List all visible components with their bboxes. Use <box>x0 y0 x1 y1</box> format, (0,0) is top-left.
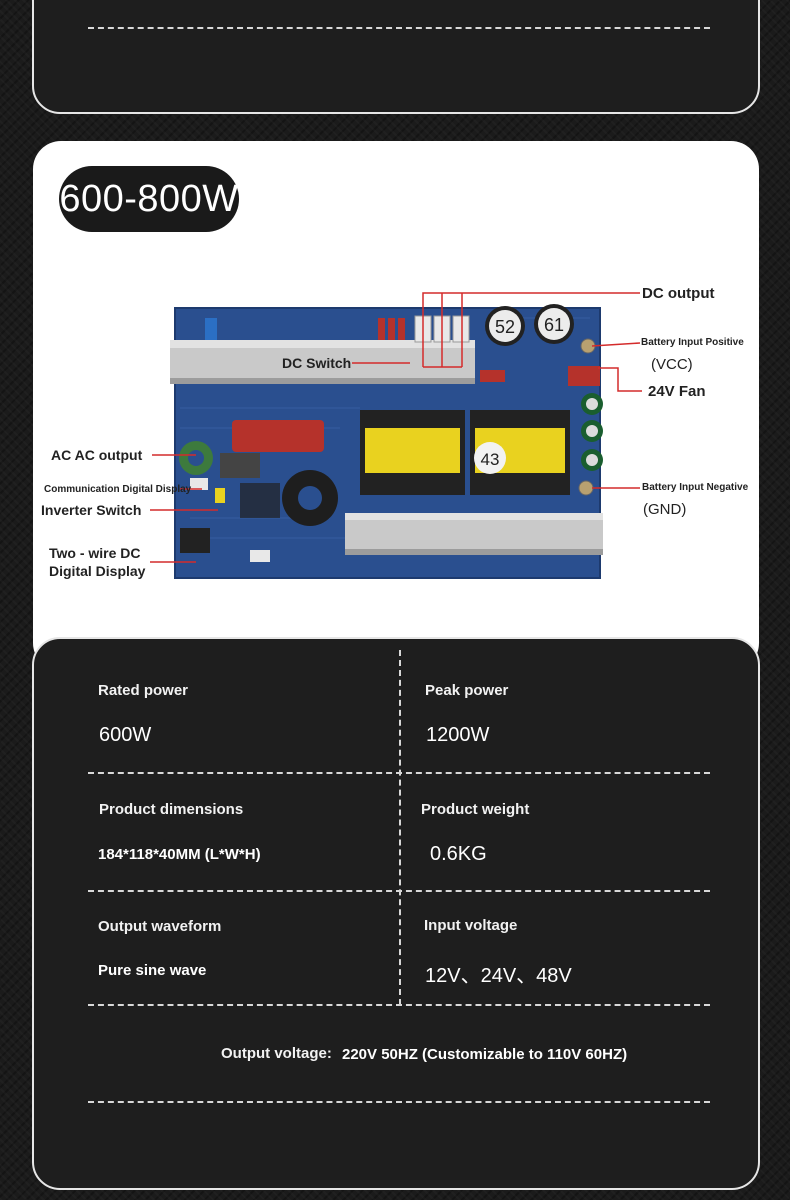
row-divider-2 <box>88 890 710 892</box>
callout-lines <box>150 292 642 563</box>
label-vcc: (VCC) <box>651 356 693 373</box>
spec-value-rated-power: 600W <box>99 724 152 746</box>
svg-text:52: 52 <box>495 317 515 337</box>
transformers: 43 <box>360 410 570 495</box>
label-dc-output: DC output <box>642 285 715 302</box>
spec-label-peak-power: Peak power <box>425 682 509 699</box>
label-battery-input-negative: Battery Input Negative <box>642 482 749 493</box>
svg-text:61: 61 <box>544 315 564 335</box>
row-divider-1 <box>88 772 710 774</box>
spec-label-dimensions: Product dimensions <box>99 801 244 818</box>
label-two-wire-line1: Two - wire DC <box>49 545 141 561</box>
spec-label-weight: Product weight <box>421 801 530 818</box>
spec-value-weight: 0.6KG <box>430 843 487 865</box>
capacitors: 52 61 <box>485 304 574 346</box>
film-capacitor <box>232 420 324 452</box>
label-communication-display: Communication Digital Display <box>44 484 192 495</box>
spec-value-dimensions: 184*118*40MM (L*W*H) <box>98 846 261 863</box>
power-range-badge: 600-800W <box>59 166 239 232</box>
label-dc-switch: DC Switch <box>282 355 352 371</box>
label-24v-fan: 24V Fan <box>648 383 706 400</box>
label-two-wire-line2: Digital Display <box>49 563 146 579</box>
spec-value-waveform: Pure sine wave <box>98 962 207 979</box>
row-divider-4 <box>88 1101 710 1103</box>
spec-card <box>32 637 760 1190</box>
spec-value-input-voltage: 12V、24V、48V <box>425 965 572 987</box>
spec-value-peak-power: 1200W <box>426 724 490 746</box>
label-battery-input-positive: Battery Input Positive <box>641 337 744 348</box>
label-gnd: (GND) <box>643 501 687 518</box>
label-inverter-switch: Inverter Switch <box>41 502 142 518</box>
row-divider-3 <box>88 1004 710 1006</box>
spec-label-input-voltage: Input voltage <box>424 917 518 934</box>
spec-label-output-voltage: Output voltage: <box>221 1045 332 1062</box>
spec-value-output-voltage: 220V 50HZ (Customizable to 110V 60HZ) <box>342 1046 628 1063</box>
spec-label-rated-power: Rated power <box>98 682 189 699</box>
inverter-board-image: 52 61 43 <box>170 304 603 579</box>
divider <box>88 27 710 29</box>
label-ac-output: AC AC output <box>51 447 143 463</box>
small-capacitors <box>581 393 603 471</box>
column-divider <box>399 650 401 1005</box>
spec-label-waveform: Output waveform <box>98 918 222 935</box>
previous-spec-card <box>32 0 760 114</box>
svg-text:43: 43 <box>481 450 500 469</box>
